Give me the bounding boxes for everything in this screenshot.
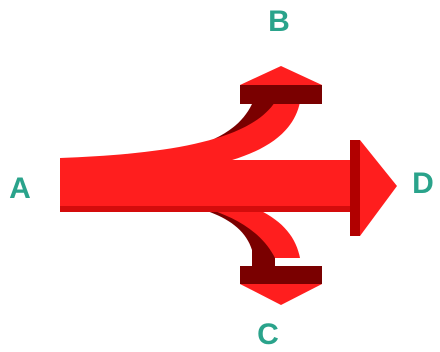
arrow-d-head — [360, 140, 397, 236]
arrow-branch-c-head — [240, 284, 322, 305]
arrow-d-shaft — [60, 160, 360, 212]
arrow-d-head-dark — [350, 140, 360, 236]
arrow-branch-c-head-side — [240, 266, 322, 284]
label-a: A — [9, 172, 31, 205]
arrow-d-shaft-edge — [60, 206, 360, 212]
arrow-branch-b-head-side — [240, 85, 322, 104]
label-b: B — [268, 5, 290, 38]
label-d: D — [412, 167, 434, 200]
label-c: C — [257, 318, 279, 351]
arrow-branch-b-head — [240, 66, 322, 85]
